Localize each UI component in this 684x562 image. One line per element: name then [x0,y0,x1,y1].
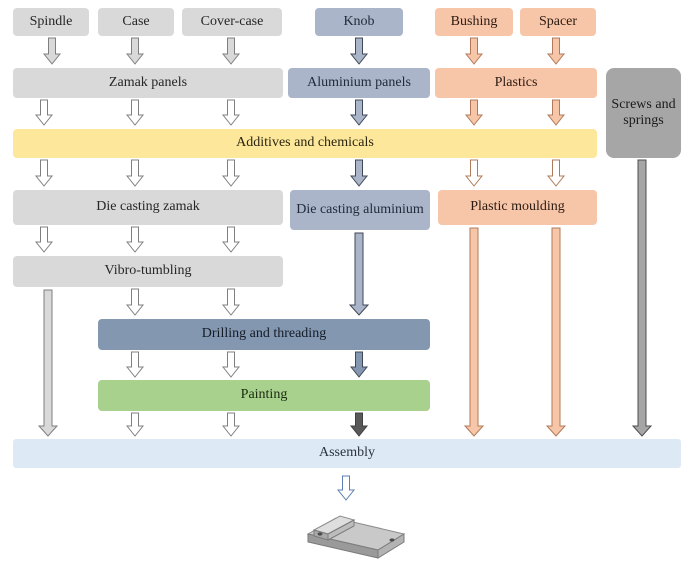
assembled-product-image [306,515,406,559]
material-plastics: Plastics [435,68,597,98]
arrow-zamak-additives-3 [221,99,241,126]
arrow-additives-moulding-2 [546,159,566,187]
arrow-additives-moulding-1 [464,159,484,187]
material-screws-springs: Screws and springs [606,68,681,158]
arrow-moulding-assembly-2 [545,227,567,437]
arrow-additives-diecast-1 [34,159,54,187]
arrow-case-zamak [125,37,145,65]
arrow-assembly-product [336,475,356,501]
arrow-diecast-vibro-1 [34,226,54,253]
input-spindle: Spindle [13,8,89,36]
arrow-plastics-additives-2 [546,99,566,126]
arrow-painting-assembly-3 [349,412,369,437]
arrow-zamak-additives-1 [34,99,54,126]
input-knob: Knob [315,8,403,36]
arrow-drilling-painting-2 [221,351,241,378]
material-zamak-panels: Zamak panels [13,68,283,98]
input-spacer: Spacer [520,8,596,36]
arrow-painting-assembly-2 [221,412,241,437]
process-drilling-threading: Drilling and threading [98,319,430,350]
arrow-painting-assembly-1 [125,412,145,437]
process-vibro-tumbling: Vibro-tumbling [13,256,283,287]
arrow-cover-zamak [221,37,241,65]
arrow-plastics-additives-1 [464,99,484,126]
arrow-drilling-painting-3 [349,351,369,378]
input-cover-case: Cover-case [182,8,282,36]
arrow-al-casting-drilling [348,232,370,316]
process-die-casting-aluminium: Die casting aluminium [290,190,430,230]
process-plastic-moulding: Plastic moulding [438,190,597,225]
arrow-vibro-assembly [37,289,59,437]
process-painting: Painting [98,380,430,411]
arrow-knob-aluminium [349,37,369,65]
arrow-bushing-plastics [464,37,484,65]
arrow-aluminium-additives [349,99,369,126]
arrow-spacer-plastics [546,37,566,65]
arrow-drilling-painting-1 [125,351,145,378]
process-additives-chemicals: Additives and chemicals [13,129,597,158]
process-die-casting-zamak: Die casting zamak [13,190,283,225]
arrow-additives-diecast-3 [221,159,241,187]
material-aluminium-panels: Aluminium panels [288,68,430,98]
arrow-vibro-drilling-1 [125,288,145,316]
arrow-diecast-vibro-2 [125,226,145,253]
arrow-diecast-vibro-3 [221,226,241,253]
input-bushing: Bushing [435,8,513,36]
arrow-zamak-additives-2 [125,99,145,126]
arrow-screws-assembly [631,159,653,437]
arrow-additives-diecast-2 [125,159,145,187]
arrow-additives-al-casting [349,159,369,187]
arrow-vibro-drilling-2 [221,288,241,316]
arrow-spindle-zamak [42,37,62,65]
process-assembly: Assembly [13,439,681,468]
arrow-moulding-assembly-1 [463,227,485,437]
input-case: Case [98,8,174,36]
